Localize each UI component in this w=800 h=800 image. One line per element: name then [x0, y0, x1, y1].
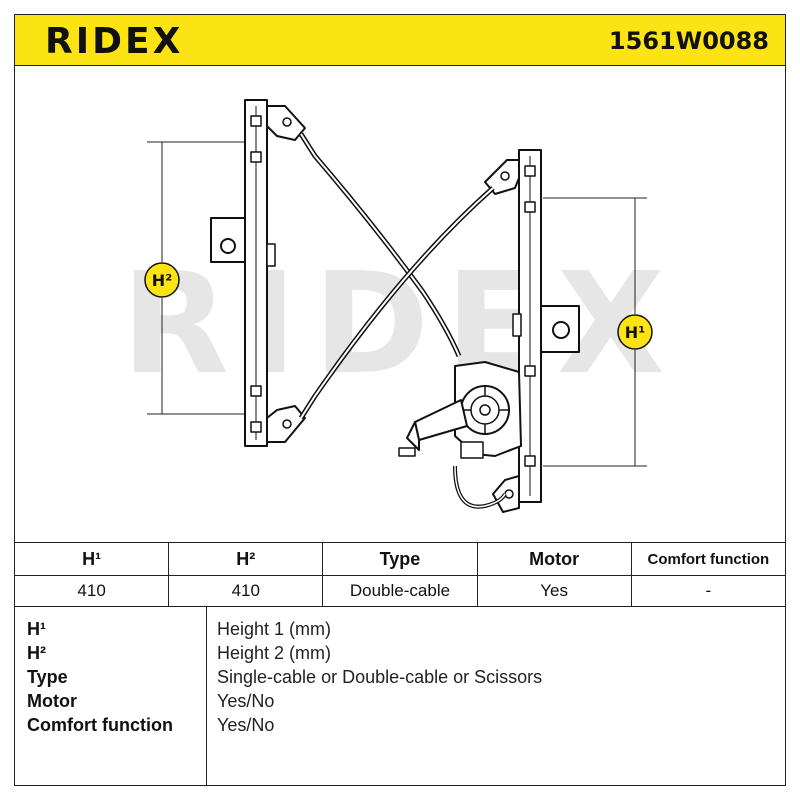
legend-box: H¹ Height 1 (mm) H² Height 2 (mm) Type S…: [14, 607, 786, 786]
legend-row: H² Height 2 (mm): [15, 643, 787, 667]
spec-table: H¹ H² Type Motor Comfort function 410 41…: [13, 542, 787, 607]
value-type: Double-cable: [322, 575, 478, 607]
legend-row: Motor Yes/No: [15, 691, 787, 715]
legend-definition: Yes/No: [217, 691, 275, 711]
legend-definition: Yes/No: [217, 715, 275, 735]
brand-logo: RIDEX: [45, 21, 184, 62]
legend-term: H²: [27, 643, 46, 663]
legend-term: Comfort function: [27, 715, 173, 735]
header-h1: H¹: [13, 542, 170, 576]
h1-label: H¹: [625, 323, 645, 342]
header-comfort-function: Comfort function: [630, 542, 787, 576]
part-number: 1561W0088: [608, 27, 769, 55]
header-bar: RIDEX 1561W0088: [14, 14, 786, 66]
legend-row: Type Single-cable or Double-cable or Sci…: [15, 667, 787, 691]
legend-definition: Height 1 (mm): [217, 619, 332, 639]
h1-label-badge: H¹: [617, 314, 653, 350]
h2-label: H²: [152, 271, 172, 290]
window-regulator-diagram: RIDEX H² H¹: [14, 66, 786, 544]
header-h2: H²: [168, 542, 324, 576]
legend-divider: [206, 607, 207, 785]
legend-definition: Single-cable or Double-cable or Scissors: [217, 667, 543, 687]
legend-definition: Height 2 (mm): [217, 643, 332, 663]
h2-label-badge: H²: [144, 262, 180, 298]
value-h2: 410: [168, 575, 324, 607]
legend-row: Comfort function Yes/No: [15, 715, 787, 739]
value-h1: 410: [13, 575, 170, 607]
legend-term: Motor: [27, 691, 77, 711]
header-type: Type: [322, 542, 478, 576]
watermark: RIDEX: [121, 243, 681, 406]
spec-header-row: H¹ H² Type Motor Comfort function: [13, 542, 787, 576]
legend-row: H¹ Height 1 (mm): [15, 619, 787, 643]
value-motor: Yes: [476, 575, 632, 607]
h2-dimension: [147, 141, 251, 415]
regulator-drawing: [210, 99, 580, 513]
legend-term: Type: [27, 667, 68, 687]
value-comfort-function: -: [630, 575, 787, 607]
legend-term: H¹: [27, 619, 46, 639]
header-motor: Motor: [476, 542, 632, 576]
h1-dimension: [543, 197, 647, 467]
spec-value-row: 410 410 Double-cable Yes -: [13, 575, 787, 607]
